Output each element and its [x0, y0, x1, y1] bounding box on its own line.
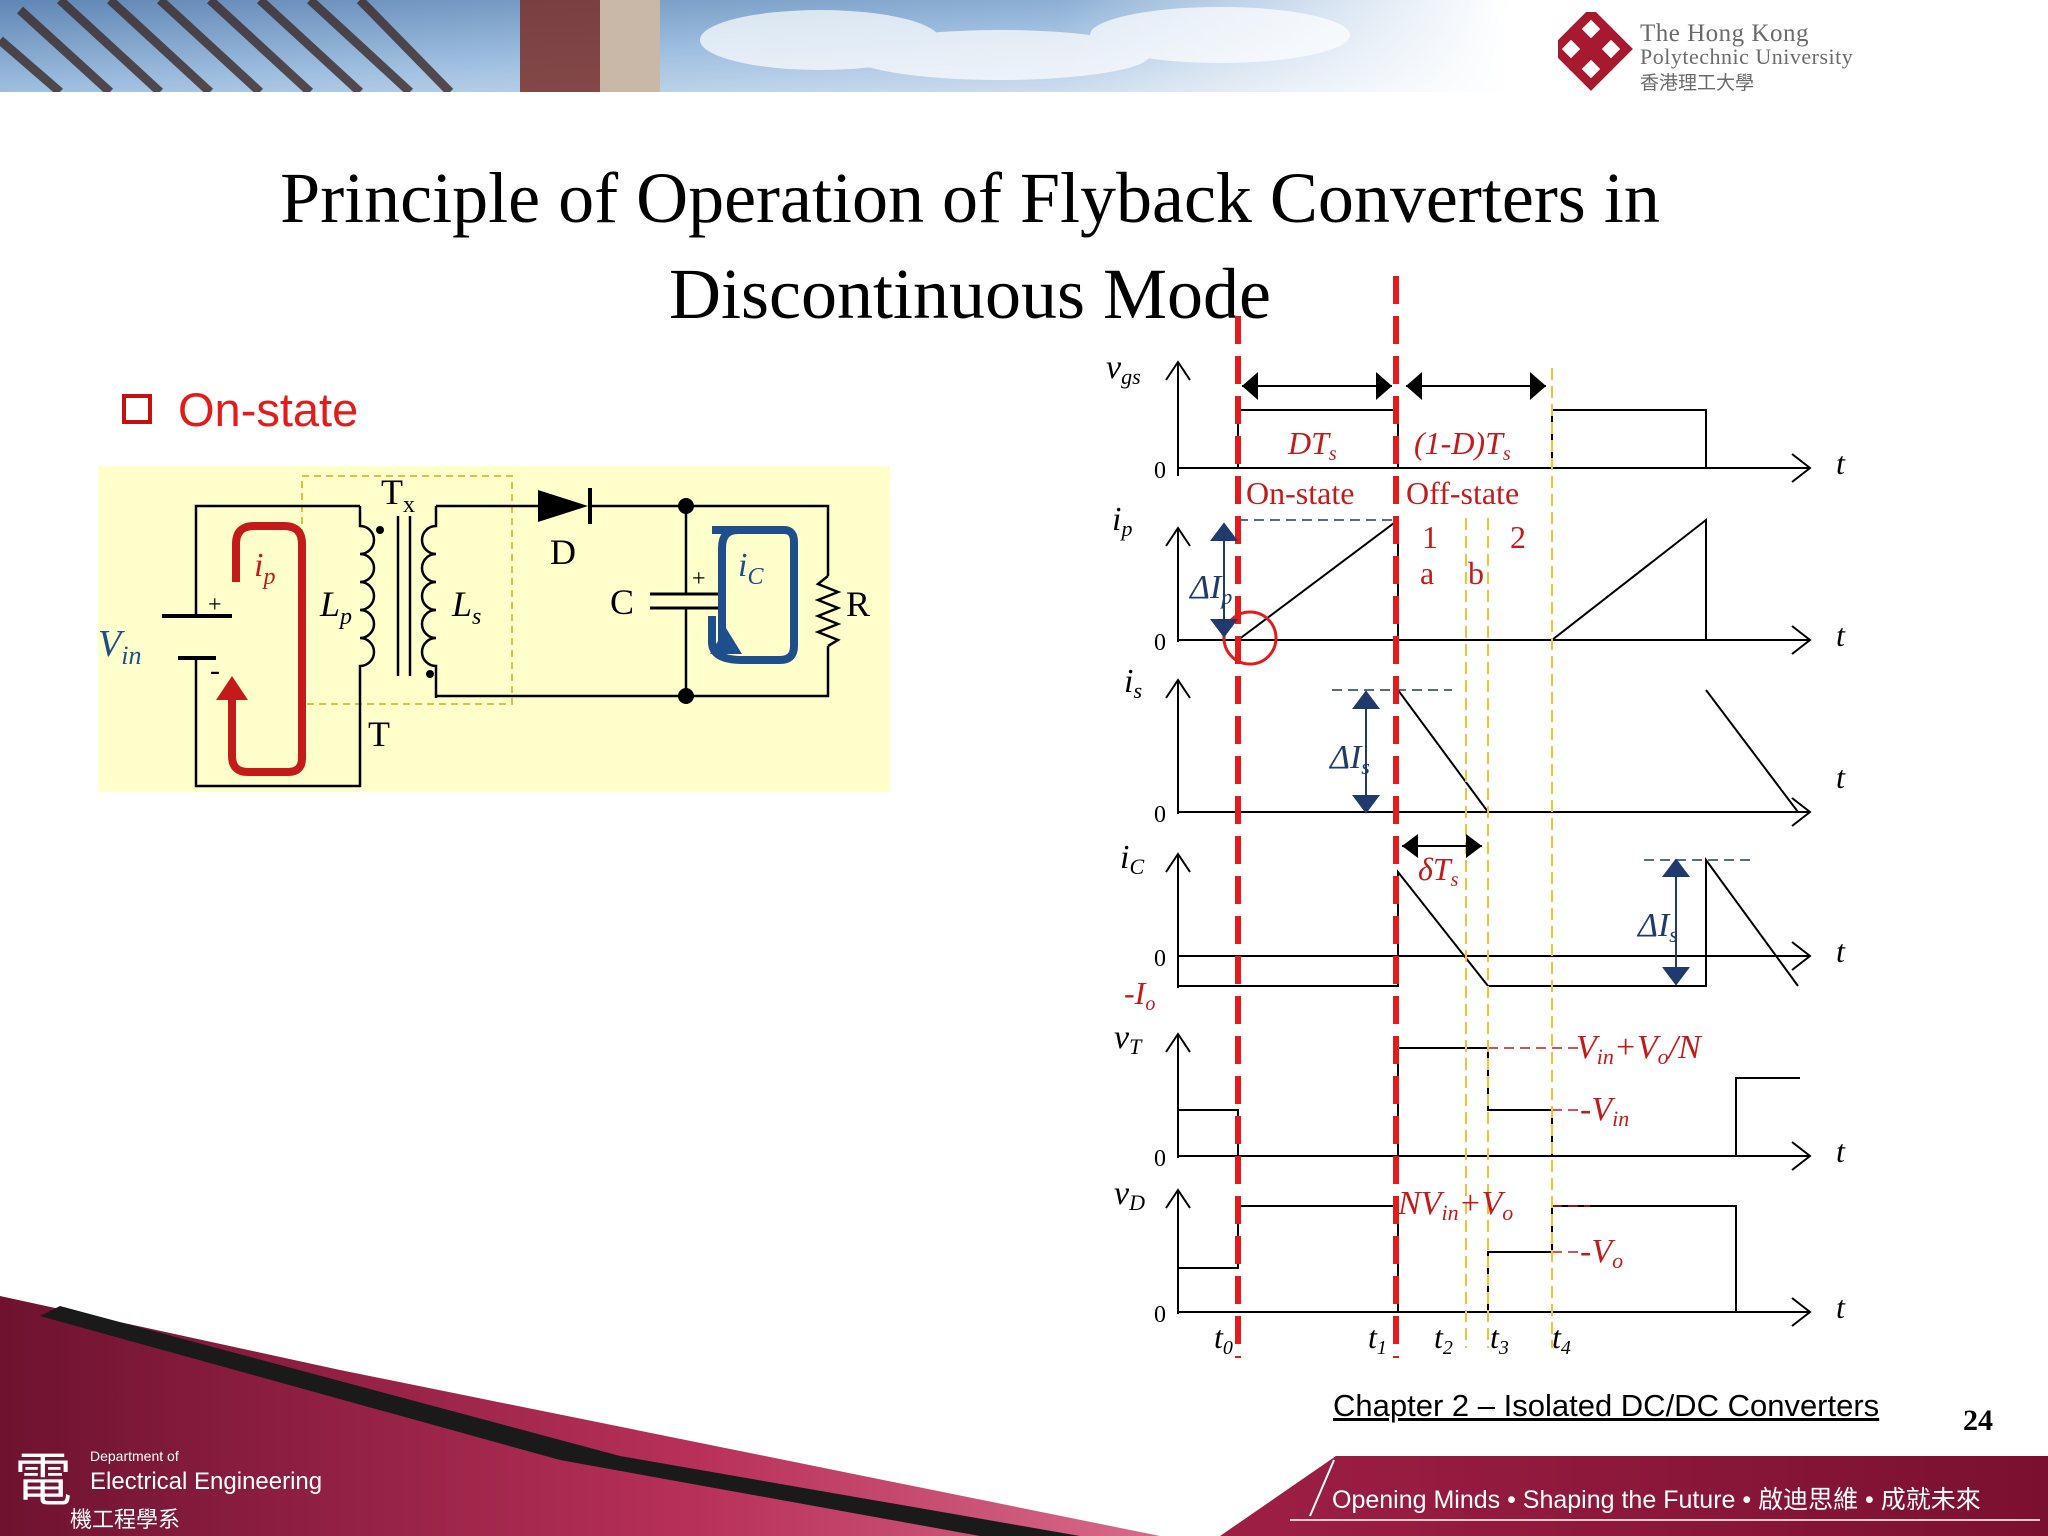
timing-guides — [1465, 368, 1553, 1348]
label-off-state: Off-state — [1406, 475, 1519, 511]
footer-caption: Chapter 2 – Isolated DC/DC Converters — [1333, 1388, 1880, 1423]
university-name-zh: 香港理工大學 — [1640, 73, 1755, 94]
label-vin: Vin — [98, 623, 141, 670]
label-r: R — [846, 584, 870, 624]
dept-small: Department of — [90, 1448, 179, 1464]
svg-text:t: t — [1836, 445, 1846, 481]
label-one-minus-d-ts: (1-D)Ts — [1414, 425, 1511, 465]
slide-title-line2: Discontinuous Mode — [669, 254, 1271, 334]
time-instant-labels: t0 t1 t2 t3 t4 — [1214, 1319, 1571, 1359]
slide-title-line1: Principle of Operation of Flyback Conver… — [280, 158, 1660, 238]
bullet-on-state: On-state — [122, 382, 358, 437]
svg-text:t1: t1 — [1368, 1319, 1387, 1359]
svg-text:t: t — [1836, 933, 1846, 969]
circuit-background — [98, 466, 890, 792]
flyback-circuit-diagram: Tx ip Lp Ls D C iC R Vin + - + T — [98, 466, 890, 792]
label-seg-b: b — [1468, 555, 1484, 591]
svg-text:t2: t2 — [1434, 1319, 1453, 1359]
label-d: D — [550, 532, 576, 572]
dept-name: Electrical Engineering — [90, 1468, 323, 1495]
label-ip: ip — [254, 547, 275, 590]
svg-text:0: 0 — [1154, 630, 1166, 656]
footer-slogan: Opening Minds • Shaping the Future • 啟迪思… — [1332, 1486, 1981, 1514]
label-delta-is: ΔIs — [1328, 739, 1370, 779]
svg-text:t3: t3 — [1490, 1319, 1509, 1359]
bullet-text: On-state — [178, 383, 359, 436]
svg-text:t: t — [1836, 759, 1846, 795]
svg-text:t: t — [1836, 617, 1846, 653]
slide-title: Principle of Operation of Flyback Conver… — [140, 150, 1800, 342]
label-vin-plus-vo-n: Vin+Vo/N — [1576, 1029, 1703, 1069]
label-delta-ip: ΔIp — [1188, 569, 1232, 609]
header-banner-photo — [0, 0, 1510, 92]
label-delta-is-2: ΔIs — [1636, 907, 1678, 947]
zero-labels: 0 0 0 0 0 0 — [1154, 458, 1166, 1328]
label-minus: - — [210, 654, 220, 687]
label-vd-wave: vD — [1114, 1175, 1145, 1215]
label-vt-wave: vT — [1114, 1019, 1143, 1059]
svg-text:t4: t4 — [1552, 1319, 1571, 1359]
label-on-state: On-state — [1246, 475, 1354, 511]
label-is-wave: is — [1124, 663, 1142, 703]
university-name-line2: Polytechnic University — [1640, 44, 1854, 69]
arrow-up-icon — [710, 628, 742, 654]
svg-text:0: 0 — [1154, 802, 1166, 828]
label-delta-ts: δTs — [1418, 851, 1459, 891]
svg-text:0: 0 — [1154, 946, 1166, 972]
page-number: 24 — [1963, 1404, 1993, 1437]
svg-text:t0: t0 — [1214, 1319, 1233, 1359]
university-name-line1: The Hong Kong — [1640, 20, 1809, 47]
label-tx: Tx — [381, 472, 415, 518]
red-marker-lines — [1235, 276, 1399, 1358]
polyu-emblem-icon — [1549, 7, 1633, 91]
node-dot — [678, 688, 694, 704]
bullet-checkbox-icon — [122, 394, 152, 424]
timing-waveforms: vgs ip is iC vT vD 0 0 0 0 0 0 t t t t t… — [1106, 276, 1846, 1359]
circuit-wires — [162, 504, 842, 788]
axis-t-labels: t t t t t t — [1836, 445, 1846, 1325]
label-lp: Lp — [319, 584, 352, 630]
label-c: C — [610, 582, 634, 622]
label-t: T — [368, 714, 390, 754]
label-seg-a: a — [1420, 555, 1434, 591]
label-minus-vin: -Vin — [1580, 1091, 1629, 1131]
dept-glyph: 電 — [14, 1446, 73, 1514]
label-ip-wave: ip — [1112, 501, 1132, 541]
label-ic-wave: iC — [1120, 839, 1144, 879]
label-minus-io: -Io — [1124, 975, 1155, 1015]
arrow-up-icon — [216, 676, 248, 700]
node-dot — [678, 498, 694, 514]
diode-icon — [538, 490, 588, 522]
label-plus: + — [208, 592, 222, 618]
svg-text:0: 0 — [1154, 1302, 1166, 1328]
university-logo: The Hong Kong Polytechnic University 香港理… — [1549, 7, 2038, 102]
label-seg1: 1 — [1422, 519, 1438, 555]
dept-zh: 機工程學系 — [70, 1507, 181, 1532]
label-ls: Ls — [451, 584, 481, 630]
label-minus-vo: -Vo — [1580, 1233, 1623, 1273]
footer-band — [0, 1296, 2048, 1536]
label-seg2: 2 — [1510, 519, 1526, 555]
svg-text:t: t — [1836, 1133, 1846, 1169]
svg-text:0: 0 — [1154, 458, 1166, 484]
label-cap-plus: + — [692, 566, 706, 592]
primary-current-loop — [228, 522, 306, 776]
label-ic: iC — [738, 547, 764, 590]
svg-text:t: t — [1836, 1289, 1846, 1325]
svg-text:0: 0 — [1154, 1146, 1166, 1172]
label-nvin-vo: NVin+Vo — [1397, 1185, 1513, 1225]
label-dts: DTs — [1287, 425, 1337, 465]
label-vgs: vgs — [1106, 349, 1141, 389]
highlight-circle — [1222, 610, 1278, 666]
capacitor-current-loop — [718, 526, 739, 646]
